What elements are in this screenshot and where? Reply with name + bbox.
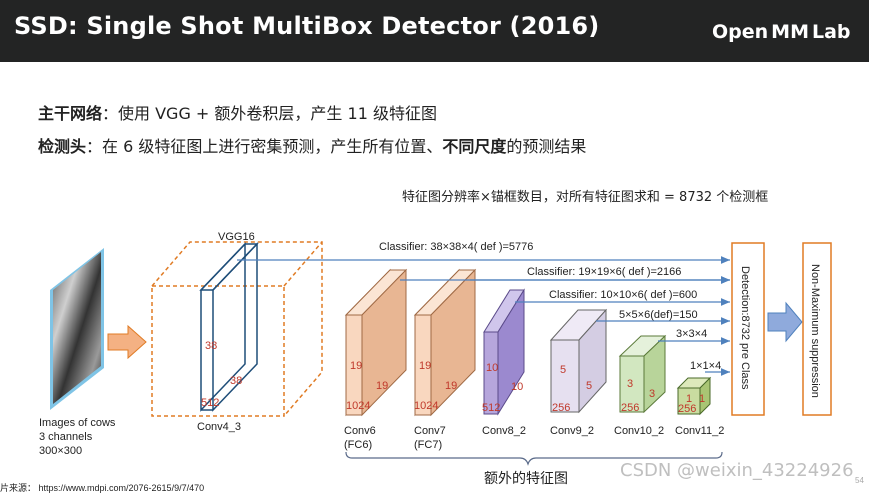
detection-label: Detection:8732 pre Class xyxy=(739,266,751,390)
conv10-dim-w: 3 xyxy=(649,388,655,400)
input-caption-3: 300×300 xyxy=(39,445,82,457)
conv8-dim-h: 10 xyxy=(486,362,498,374)
nms-label: Non-Maximum suppression xyxy=(809,264,821,398)
block-conv6 xyxy=(344,268,408,417)
block-conv9-2 xyxy=(549,308,608,414)
block-conv7 xyxy=(413,268,477,417)
conv4-dim-c: 512 xyxy=(201,397,219,409)
input-arrow xyxy=(107,324,147,360)
backbone-label: 主干网络 xyxy=(38,104,103,123)
classifier-label-6: 1×1×4 xyxy=(690,360,721,372)
header-bar xyxy=(0,0,869,62)
input-image xyxy=(50,248,104,410)
classifier-label-3: Classifier: 10×10×6( def )=600 xyxy=(549,289,697,301)
conv9-dim-h: 5 xyxy=(560,364,566,376)
csdn-watermark: CSDN @weixin_43224926 xyxy=(620,460,854,481)
bullet-head: 检测头：在 6 级特征图上进行密集预测，产生所有位置、不同尺度的预测结果 xyxy=(38,133,586,157)
input-caption-1: Images of cows xyxy=(39,417,116,429)
conv4-dim-w: 38 xyxy=(230,375,242,387)
conv10-2-label: Conv10_2 xyxy=(614,425,664,437)
slide-title: SSD: Single Shot MultiBox Detector (2016… xyxy=(14,12,600,40)
backbone-text: ：使用 VGG + 额外卷积层，产生 11 级特征图 xyxy=(102,104,437,123)
detection-to-nms-arrow xyxy=(767,301,803,343)
conv6-dim-c: 1024 xyxy=(346,400,370,412)
block-conv8-2 xyxy=(483,288,525,416)
image-source: 片来源： https://www.mdpi.com/2076-2615/9/7/… xyxy=(0,483,205,493)
conv11-dim-h: 1 xyxy=(686,393,692,405)
bullet-backbone: 主干网络：使用 VGG + 额外卷积层，产生 11 级特征图 xyxy=(38,100,437,124)
extra-layers-bracket xyxy=(345,451,723,466)
input-caption-2: 3 channels xyxy=(39,431,93,443)
conv6-dim-h: 19 xyxy=(350,360,362,372)
vgg16-block xyxy=(151,241,323,417)
conv9-dim-c: 256 xyxy=(552,402,570,414)
conv6-sublabel: (FC6) xyxy=(344,439,372,451)
conv11-2-label: Conv11_2 xyxy=(675,425,724,437)
classifier-label-4: 5×5×6(def)=150 xyxy=(619,309,698,321)
conv4-3-layer xyxy=(199,242,259,412)
page-number: 54 xyxy=(855,476,864,485)
classifier-label-1: Classifier: 38×38×4( def )=5776 xyxy=(379,241,533,253)
classifier-label-2: Classifier: 19×19×6( def )=2166 xyxy=(527,266,681,278)
block-conv10-2 xyxy=(618,334,667,414)
conv7-label: Conv7 xyxy=(414,425,446,437)
head-text-a: ：在 6 级特征图上进行密集预测，产生所有位置、 xyxy=(86,137,443,156)
conv8-2-label: Conv8_2 xyxy=(482,425,526,437)
conv8-dim-c: 512 xyxy=(482,402,500,414)
vgg16-label: VGG16 xyxy=(218,231,255,243)
anchor-count-note: 特征图分辨率×锚框数目，对所有特征图求和 = 8732 个检测框 xyxy=(402,190,769,205)
conv4-dim-h: 38 xyxy=(205,340,217,352)
detection-box xyxy=(731,242,765,416)
head-label: 检测头 xyxy=(38,137,87,156)
nms-box xyxy=(802,242,832,416)
head-text-bold: 不同尺度 xyxy=(442,137,507,156)
conv10-dim-h: 3 xyxy=(627,378,633,390)
conv10-dim-c: 256 xyxy=(621,402,639,414)
conv9-2-label: Conv9_2 xyxy=(550,425,594,437)
conv11-dim-w: 1 xyxy=(699,393,705,405)
conv7-dim-w: 19 xyxy=(445,380,457,392)
conv7-dim-c: 1024 xyxy=(414,400,438,412)
conv6-dim-w: 19 xyxy=(376,380,388,392)
logo-open-text: Open xyxy=(712,21,769,43)
conv7-sublabel: (FC7) xyxy=(414,439,442,451)
conv7-dim-h: 19 xyxy=(419,360,431,372)
logo-lab-text: Lab xyxy=(812,21,851,43)
conv8-dim-w: 10 xyxy=(511,381,523,393)
openmmlab-logo: Open MM Lab xyxy=(712,18,851,46)
conv11-dim-c: 256 xyxy=(678,403,696,415)
conv6-label: Conv6 xyxy=(344,425,376,437)
block-conv11-2 xyxy=(676,376,712,416)
head-text-b: 的预测结果 xyxy=(506,137,587,156)
extra-feature-maps-label: 额外的特征图 xyxy=(484,471,568,487)
conv4-3-label: Conv4_3 xyxy=(197,421,241,433)
conv9-dim-w: 5 xyxy=(586,380,592,392)
classifier-label-5: 3×3×4 xyxy=(676,328,707,340)
logo-mm-text: MM xyxy=(771,21,809,43)
classifier-arrows xyxy=(237,256,730,376)
